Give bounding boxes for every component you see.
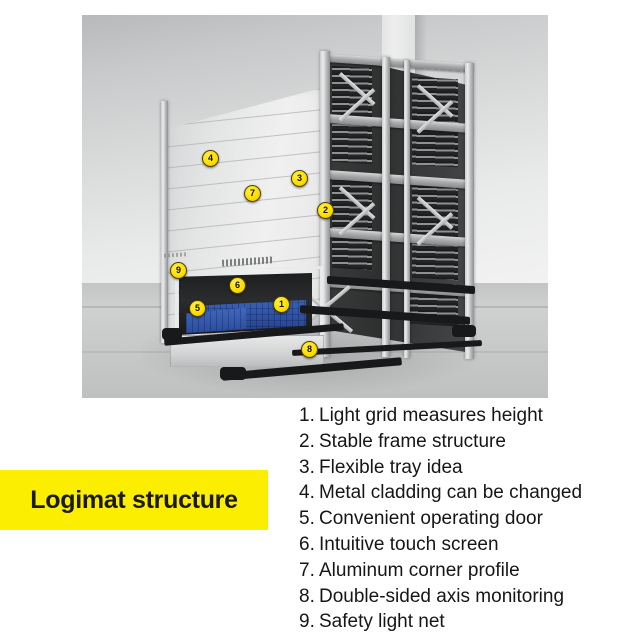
- feature-label: Intuitive touch screen: [319, 533, 499, 555]
- feature-item: 1.Light grid measures height: [299, 403, 629, 429]
- base-foot-right: [452, 325, 476, 337]
- feature-number: 2.: [299, 430, 315, 452]
- feature-label: Convenient operating door: [319, 508, 543, 530]
- callout-marker-4[interactable]: 4: [202, 150, 219, 167]
- feature-number: 5.: [299, 508, 315, 530]
- feature-item: 4.Metal cladding can be changed: [299, 480, 629, 506]
- feature-label: Light grid measures height: [319, 405, 543, 426]
- frame-post-middle: [382, 57, 390, 357]
- callout-marker-2[interactable]: 2: [317, 202, 334, 219]
- callout-marker-6[interactable]: 6: [229, 277, 246, 294]
- feature-number: 9.: [299, 611, 315, 633]
- feature-number: 6.: [299, 533, 315, 555]
- feature-label: Aluminum corner profile: [319, 559, 520, 581]
- feature-label: Metal cladding can be changed: [319, 482, 583, 504]
- feature-label: Double-sided axis monitoring: [319, 585, 565, 607]
- cladding-edge-post: [161, 101, 168, 343]
- logimat-machine: [82, 15, 548, 398]
- title-banner: Logimat structure: [0, 470, 268, 530]
- callout-marker-5[interactable]: 5: [189, 300, 206, 317]
- feature-item: 3.Flexible tray idea: [299, 455, 629, 481]
- page-title: Logimat structure: [30, 485, 238, 514]
- feature-item: 9.Safety light net: [299, 609, 629, 635]
- feature-label: Flexible tray idea: [319, 456, 463, 478]
- feature-item: 5.Convenient operating door: [299, 506, 629, 532]
- aluminum-corner-profile-rear: [465, 63, 474, 359]
- feature-number: 1.: [299, 405, 315, 426]
- feature-label: Stable frame structure: [319, 430, 506, 452]
- feature-item: 6.Intuitive touch screen: [299, 532, 629, 558]
- callout-marker-3[interactable]: 3: [291, 170, 308, 187]
- base-foot-left: [162, 328, 182, 340]
- callout-marker-7[interactable]: 7: [244, 185, 261, 202]
- feature-number: 4.: [299, 482, 315, 504]
- feature-item: 7.Aluminum corner profile: [299, 558, 629, 584]
- frame-post-inner: [404, 60, 410, 358]
- callout-marker-9[interactable]: 9: [170, 262, 187, 279]
- callout-marker-8[interactable]: 8: [301, 341, 318, 358]
- base-foot-front: [220, 367, 246, 380]
- callout-marker-1[interactable]: 1: [273, 296, 290, 313]
- feature-number: 3.: [299, 456, 315, 478]
- feature-item: 2.Stable frame structure: [299, 429, 629, 455]
- feature-label: Safety light net: [319, 611, 445, 633]
- feature-item: 8.Double-sided axis monitoring: [299, 584, 629, 610]
- feature-number: 7.: [299, 559, 315, 581]
- feature-number: 8.: [299, 585, 315, 607]
